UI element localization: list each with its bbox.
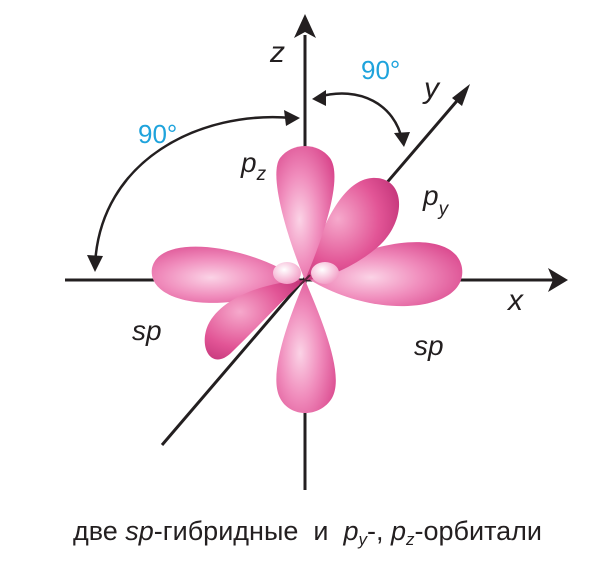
- angle-label-right: 90°: [361, 55, 400, 85]
- sp-small-lobe-left: [273, 262, 301, 284]
- x-axis-label: x: [506, 284, 524, 317]
- sp-small-lobe-right: [311, 262, 339, 284]
- angle-arc-right-head-left: [312, 90, 326, 106]
- y-axis-label: y: [422, 72, 441, 105]
- angle-label-left: 90°: [138, 119, 177, 149]
- pz-label: pz: [240, 147, 267, 185]
- angle-arc-left-head-bottom: [87, 255, 103, 272]
- orbital-lobes: [152, 146, 463, 413]
- z-axis-arrowhead: [294, 14, 316, 38]
- angle-arc-left: [95, 117, 292, 265]
- caption: две sp-гибридные и py-, pz-орбитали: [0, 516, 615, 550]
- sp-label-right: sp: [414, 330, 444, 361]
- sp-label-left: sp: [132, 315, 162, 346]
- angle-arc-right: [318, 94, 402, 140]
- z-axis-label: z: [269, 36, 285, 69]
- angle-arc-right-head-bottom: [394, 132, 410, 147]
- angle-arc-left-head-top: [284, 110, 300, 126]
- py-label: py: [422, 180, 450, 220]
